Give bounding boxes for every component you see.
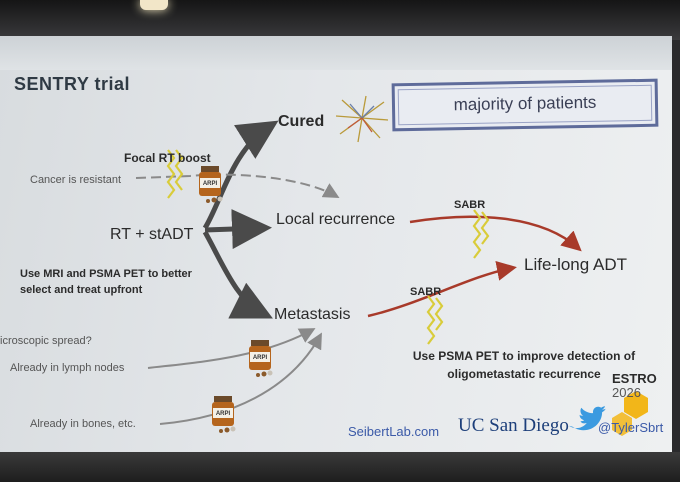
arpi-label: ARPI	[253, 355, 268, 361]
label-sabr: SABR	[410, 286, 442, 298]
arrow-meta-to-adt	[367, 260, 517, 318]
label-psma-detection: Use PSMA PET to improve detection of oli…	[412, 349, 636, 381]
node-lifelong-adt: Life-long ADT	[524, 255, 627, 274]
slide-title-bar	[0, 36, 672, 70]
label-micro-spread: icroscopic spread?	[0, 335, 92, 347]
label-bones: Already in bones, etc.	[30, 418, 136, 430]
arpi-label: ARPI	[216, 411, 231, 417]
twitter-icon	[568, 405, 606, 431]
ceiling	[0, 0, 680, 40]
label-cancer-resistant: Cancer is resistant	[30, 174, 122, 186]
stage-floor	[0, 452, 680, 482]
radiation-beam-icon	[166, 149, 176, 199]
radiation-beam-icon	[174, 149, 184, 191]
label-focal-boost: Focal RT boost	[124, 151, 211, 165]
arpi-bottle-icon	[249, 340, 273, 377]
estro-logo-icon	[612, 391, 648, 436]
arrow-local-to-adt	[409, 215, 582, 252]
footer-institution: UC San Diego	[458, 415, 569, 436]
majority-box: majority of patients	[391, 78, 659, 132]
radiation-beam-icon	[434, 297, 444, 331]
fireworks-icon	[335, 95, 389, 143]
arpi-label: ARPI	[203, 181, 218, 187]
arrow-to-local	[204, 209, 272, 250]
label-sabr: SABR	[454, 199, 486, 211]
conference-logo: ESTRO 2026	[612, 372, 657, 400]
footer-site: SeibertLab.com	[348, 424, 440, 439]
radiation-beam-icon	[472, 209, 482, 259]
node-cured: Cured	[278, 113, 325, 130]
node-start: RT + stADT	[110, 226, 194, 243]
arrow-lymph-nodes	[147, 328, 316, 369]
radiation-beam-icon	[480, 211, 490, 245]
label-lymph-nodes: Already in lymph nodes	[10, 362, 125, 374]
node-local-recurrence: Local recurrence	[276, 211, 396, 228]
node-metastasis: Metastasis	[274, 306, 351, 323]
arpi-bottle-icon	[199, 166, 223, 203]
arrow-to-metastasis	[202, 230, 273, 319]
radiation-beam-icon	[426, 295, 436, 345]
arrow-resistant	[135, 173, 340, 198]
slide-title: SENTRY trial	[14, 74, 131, 94]
label-mri-psma: Use MRI and PSMA PET to better select an…	[20, 268, 192, 296]
footer-twitter-handle: @TylerSbrt	[598, 420, 664, 435]
arpi-bottle-icon	[212, 396, 236, 433]
ceiling-light	[140, 0, 168, 10]
conference-name: ESTRO	[612, 371, 657, 386]
arrow-bones	[159, 332, 322, 425]
conference-year: 2026	[612, 385, 641, 400]
